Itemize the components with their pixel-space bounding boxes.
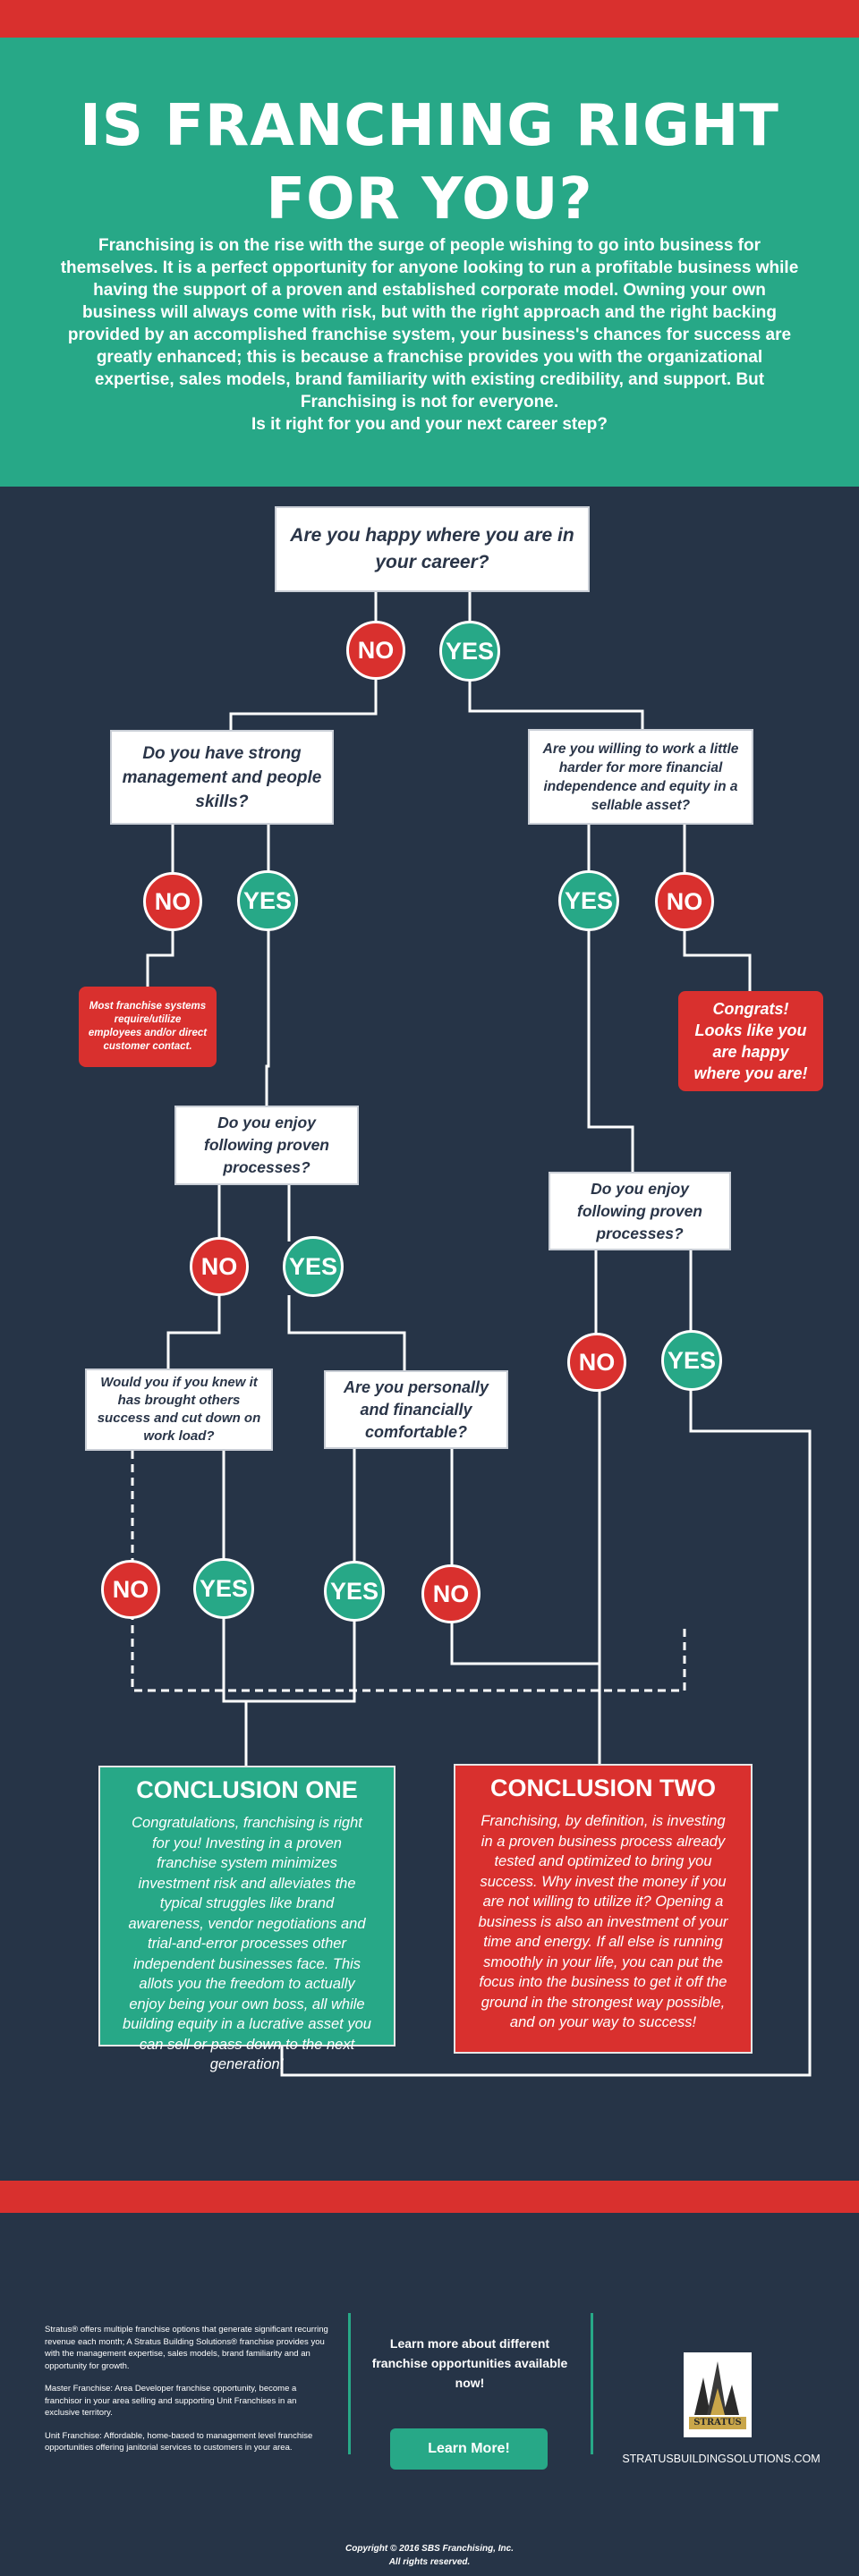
question-proven-processes-left: Do you enjoy following proven processes? <box>174 1106 359 1185</box>
question-text: Do you enjoy following proven processes? <box>577 1179 702 1242</box>
stratus-building-logo-icon <box>689 2361 746 2429</box>
conclusion-two-title: CONCLUSION TWO <box>490 1775 716 1801</box>
copyright: Copyright © 2016 SBS Franchising, Inc. A… <box>295 2542 564 2569</box>
answer-no-bubble: NO <box>655 872 714 931</box>
question-text: Do you enjoy following proven processes? <box>204 1114 329 1176</box>
answer-no-bubble: NO <box>421 1564 481 1623</box>
question-text: Do you have strong management and people… <box>122 743 322 811</box>
conclusion-two-card: CONCLUSION TWO Franchising, by definitio… <box>454 1764 753 2054</box>
learn-more-text: Learn more about different franchise opp… <box>371 2336 568 2390</box>
conclusion-one-text: Congratulations, franchising is right fo… <box>123 1815 371 2072</box>
answer-no-bubble: NO <box>567 1333 626 1392</box>
question-comfortable: Are you personally and financially comfo… <box>324 1370 508 1449</box>
answer-yes-bubble: YES <box>193 1558 254 1619</box>
stratus-logo: STRATUS <box>684 2352 752 2437</box>
answer-yes-bubble: YES <box>439 621 500 682</box>
learn-more-button[interactable]: Learn More! <box>390 2428 548 2470</box>
answer-no-bubble: NO <box>143 872 202 931</box>
answer-no-bubble: NO <box>190 1237 249 1296</box>
question-others-success: Would you if you knew it has brought oth… <box>85 1368 273 1451</box>
footer-divider-left <box>348 2313 351 2454</box>
footer-divider-right <box>591 2313 593 2454</box>
question-work-harder: Are you willing to work a little harder … <box>528 729 753 825</box>
conclusion-two-text: Franchising, by definition, is investing… <box>478 1813 728 2030</box>
bottom-accent-band <box>0 2181 859 2213</box>
question-management-skills: Do you have strong management and people… <box>110 730 334 825</box>
note-employees-required: Most franchise systems require/utilize e… <box>79 987 217 1067</box>
answer-no-bubble: NO <box>101 1560 160 1619</box>
note-congrats-happy: Congrats! Looks like you are happy where… <box>678 991 823 1091</box>
question-happy-career: Are you happy where you are in your care… <box>275 506 590 592</box>
footer-para-stratus: Stratus® offers multiple franchise optio… <box>45 2325 328 2371</box>
website-link[interactable]: STRATUSBUILDINGSOLUTIONS.COM <box>622 2453 821 2465</box>
answer-no-bubble: NO <box>346 621 405 680</box>
answer-yes-bubble: YES <box>558 870 619 931</box>
question-text: Are you happy where you are in your care… <box>290 525 574 572</box>
answer-yes-bubble: YES <box>324 1561 385 1622</box>
question-text: Are you willing to work a little harder … <box>542 741 739 813</box>
question-proven-processes-right: Do you enjoy following proven processes? <box>549 1172 731 1250</box>
footer-info-text: Stratus® offers multiple franchise optio… <box>45 2324 331 2454</box>
answer-yes-bubble: YES <box>237 870 298 931</box>
answer-yes-bubble: YES <box>283 1236 344 1297</box>
top-accent-band <box>0 0 859 38</box>
question-text: Would you if you knew it has brought oth… <box>97 1375 261 1444</box>
footer-para-master: Master Franchise: Area Developer franchi… <box>45 2384 297 2418</box>
footer-para-unit: Unit Franchise: Affordable, home-based t… <box>45 2430 313 2453</box>
answer-yes-bubble: YES <box>661 1330 722 1391</box>
copyright-text: Copyright © 2016 SBS Franchising, Inc. <box>345 2544 514 2554</box>
logo-wordmark: STRATUS <box>693 2418 742 2428</box>
question-text: Are you personally and financially comfo… <box>343 1377 489 1441</box>
conclusion-one-title: CONCLUSION ONE <box>136 1776 358 1803</box>
conclusion-one-card: CONCLUSION ONE Congratulations, franchis… <box>98 1766 395 2072</box>
intro-text: Franchising is on the rise with the surg… <box>60 236 799 434</box>
rights-text: All rights reserved. <box>388 2557 471 2567</box>
